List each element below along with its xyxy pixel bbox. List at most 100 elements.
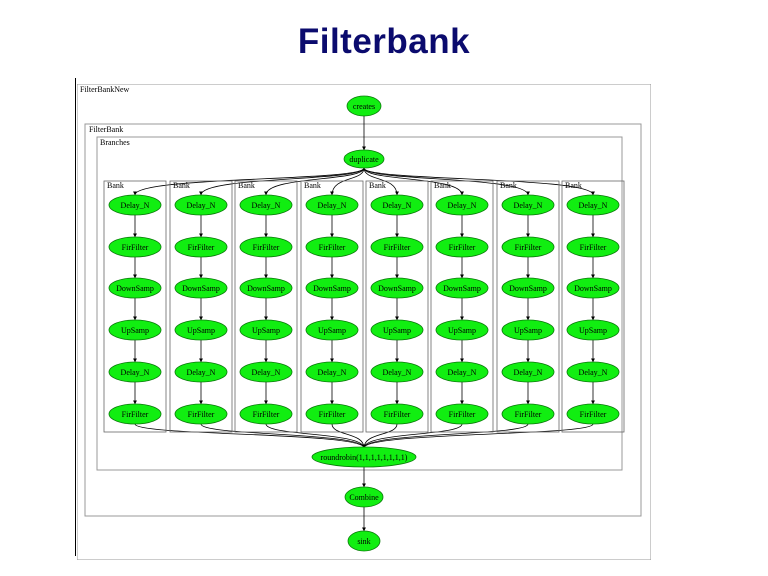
bank7-node-6-label: FirFilter (515, 410, 542, 419)
bank5-node-4-label: UpSamp (383, 326, 411, 335)
slide-title: Filterbank (297, 22, 471, 61)
bank-cluster-1 (103, 180, 167, 433)
bank5-node-1: Delay_N (370, 194, 424, 216)
bank-label-8: Bank (565, 181, 582, 190)
bank1-node-3-label: DownSamp (116, 284, 154, 293)
bank1-node-5-label: Delay_N (121, 368, 150, 377)
bank7-node-6: FirFilter (501, 403, 555, 425)
node-combine-shape (344, 486, 384, 508)
bank4-node-3-shape (305, 277, 359, 299)
bank-label-3: Bank (238, 181, 255, 190)
bank5-node-4: UpSamp (370, 319, 424, 341)
bank2-node-3-shape (174, 277, 228, 299)
cluster-branches (96, 136, 623, 471)
bank4-node-2-label: FirFilter (319, 243, 346, 252)
bank4-node-6: FirFilter (305, 403, 359, 425)
bank3-node-6: FirFilter (239, 403, 293, 425)
bank3-node-2-shape (239, 236, 293, 258)
bank1-node-3-shape (108, 277, 162, 299)
cluster-filterbank-label: FilterBank (89, 125, 123, 134)
bank1-node-1-label: Delay_N (121, 201, 150, 210)
bank5-node-5-label: Delay_N (383, 368, 412, 377)
bank7-node-5: Delay_N (501, 361, 555, 383)
bank3-node-2-label: FirFilter (253, 243, 280, 252)
stream-graph: FilterBankNew FilterBank Branches Bank Ba… (76, 83, 652, 561)
bank6-node-6-label: FirFilter (449, 410, 476, 419)
bank-cluster-7 (496, 180, 560, 433)
bank7-node-4-label: UpSamp (514, 326, 542, 335)
bank7-node-1: Delay_N (501, 194, 555, 216)
bank5-node-3-label: DownSamp (378, 284, 416, 293)
bank7-node-5-shape (501, 361, 555, 383)
split-edge-2 (199, 167, 365, 196)
bank7-node-4: UpSamp (501, 319, 555, 341)
node-joiner-label: roundrobin(1,1,1,1,1,1,1,1) (321, 453, 408, 462)
bank3-node-2: FirFilter (239, 236, 293, 258)
bank6-node-4-shape (435, 319, 489, 341)
bank7-node-3-shape (501, 277, 555, 299)
bank8-node-5-shape (566, 361, 620, 383)
bank-cluster-8 (561, 180, 625, 433)
split-edge-6 (363, 167, 464, 196)
bank1-node-3: DownSamp (108, 277, 162, 299)
bank6-node-3-label: DownSamp (443, 284, 481, 293)
bank1-node-5: Delay_N (108, 361, 162, 383)
bank8-node-4-label: UpSamp (579, 326, 607, 335)
bank7-node-1-shape (501, 194, 555, 216)
bank-cluster-6 (430, 180, 494, 433)
node-sink-label: sink (357, 537, 370, 546)
bank6-node-1-label: Delay_N (448, 201, 477, 210)
split-edge-3 (264, 167, 365, 196)
bank3-node-4-label: UpSamp (252, 326, 280, 335)
bank3-node-3-shape (239, 277, 293, 299)
bank4-node-5: Delay_N (305, 361, 359, 383)
bank2-node-6: FirFilter (174, 403, 228, 425)
node-joiner: roundrobin(1,1,1,1,1,1,1,1) (311, 446, 417, 468)
bank4-node-1: Delay_N (305, 194, 359, 216)
bank2-node-1-shape (174, 194, 228, 216)
bank1-node-2-label: FirFilter (122, 243, 149, 252)
bank6-node-3: DownSamp (435, 277, 489, 299)
bank-label-7: Bank (500, 181, 517, 190)
bank4-node-4-shape (305, 319, 359, 341)
bank7-node-1-label: Delay_N (514, 201, 543, 210)
join-edge-7 (362, 423, 529, 449)
bank5-node-6-shape (370, 403, 424, 425)
bank5-node-1-label: Delay_N (383, 201, 412, 210)
bank5-node-3-shape (370, 277, 424, 299)
bank7-node-2-label: FirFilter (515, 243, 542, 252)
bank-cluster-2 (169, 180, 233, 433)
bank6-node-2-shape (435, 236, 489, 258)
bank2-node-2-label: FirFilter (188, 243, 215, 252)
node-combine: Combine (344, 486, 384, 508)
bank8-node-2-shape (566, 236, 620, 258)
bank-label-2: Bank (173, 181, 190, 190)
bank5-node-2: FirFilter (370, 236, 424, 258)
bank3-node-4-shape (239, 319, 293, 341)
slide-left-rule (75, 78, 76, 556)
bank1-node-6: FirFilter (108, 403, 162, 425)
cluster-branches-label: Branches (100, 138, 130, 147)
bank6-node-5-label: Delay_N (448, 368, 477, 377)
bank4-node-5-shape (305, 361, 359, 383)
bank4-node-1-label: Delay_N (318, 201, 347, 210)
bank-cluster-4 (300, 180, 364, 433)
bank6-node-5-shape (435, 361, 489, 383)
node-creates-shape (346, 95, 382, 117)
bank3-node-3-label: DownSamp (247, 284, 285, 293)
node-splitter-shape (343, 149, 385, 169)
bank3-node-6-shape (239, 403, 293, 425)
bank2-node-3: DownSamp (174, 277, 228, 299)
bank3-node-5-label: Delay_N (252, 368, 281, 377)
bank4-node-6-shape (305, 403, 359, 425)
bank8-node-6: FirFilter (566, 403, 620, 425)
bank5-node-5-shape (370, 361, 424, 383)
bank3-node-5: Delay_N (239, 361, 293, 383)
cluster-filterbanknew-label: FilterBankNew (80, 85, 130, 94)
bank5-node-3: DownSamp (370, 277, 424, 299)
bank4-node-4: UpSamp (305, 319, 359, 341)
bank4-node-4-label: UpSamp (318, 326, 346, 335)
bank3-node-5-shape (239, 361, 293, 383)
join-edge-1 (134, 423, 366, 449)
bank2-node-3-label: DownSamp (182, 284, 220, 293)
